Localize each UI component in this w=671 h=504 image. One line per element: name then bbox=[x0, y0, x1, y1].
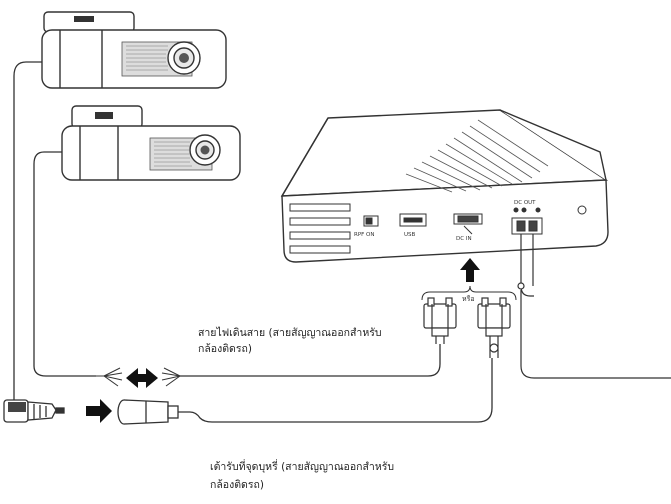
up-arrow-icon bbox=[460, 258, 480, 282]
dc-out-cables bbox=[517, 234, 671, 379]
battery-top-ribs bbox=[405, 119, 549, 193]
battery-dc-out-port[interactable] bbox=[511, 207, 543, 235]
battery-dc-in-port[interactable] bbox=[453, 213, 483, 235]
connector-left bbox=[423, 297, 457, 344]
hardwire-cable bbox=[180, 344, 441, 377]
camera-cables bbox=[13, 61, 96, 392]
stripped-wires-left bbox=[96, 367, 123, 387]
battery-mode-label: RPF ON bbox=[354, 232, 375, 238]
cigarette-plug bbox=[3, 392, 65, 423]
right-arrow-icon bbox=[86, 399, 112, 423]
connector-bracket bbox=[421, 285, 517, 301]
connector-or-label: หรือ bbox=[462, 295, 475, 303]
battery-dc-in-label: DC IN bbox=[456, 236, 472, 242]
wire-caption-line2: กล้องติดรถ) bbox=[198, 343, 252, 355]
dashcam-rear-mesh bbox=[154, 141, 192, 167]
wire-caption-line1: สายไฟเดินสาย (สายสัญญาณออกสำหรับ bbox=[198, 327, 382, 339]
stripped-wires-right bbox=[161, 367, 181, 387]
dashcam-front-mesh bbox=[126, 45, 168, 71]
battery-usb-port[interactable] bbox=[399, 213, 427, 227]
battery-front-slots bbox=[289, 203, 351, 254]
socket-caption-line2: กล้องติดรถ) bbox=[210, 479, 264, 491]
dashcam-front bbox=[41, 11, 227, 89]
double-arrow-icon bbox=[126, 368, 158, 388]
battery-dc-out-label: DC OUT bbox=[514, 200, 536, 206]
connector-right bbox=[477, 297, 511, 358]
socket-cable bbox=[178, 358, 493, 423]
battery-screw bbox=[577, 205, 587, 215]
battery-switch bbox=[363, 215, 379, 227]
dashcam-rear bbox=[61, 105, 241, 181]
battery-usb-label: USB bbox=[404, 232, 416, 238]
socket-caption-line1: เต้ารับที่จุดบุหรี่ (สายสัญญาณออกสำหรับ bbox=[210, 461, 395, 473]
cigarette-socket bbox=[117, 399, 179, 425]
